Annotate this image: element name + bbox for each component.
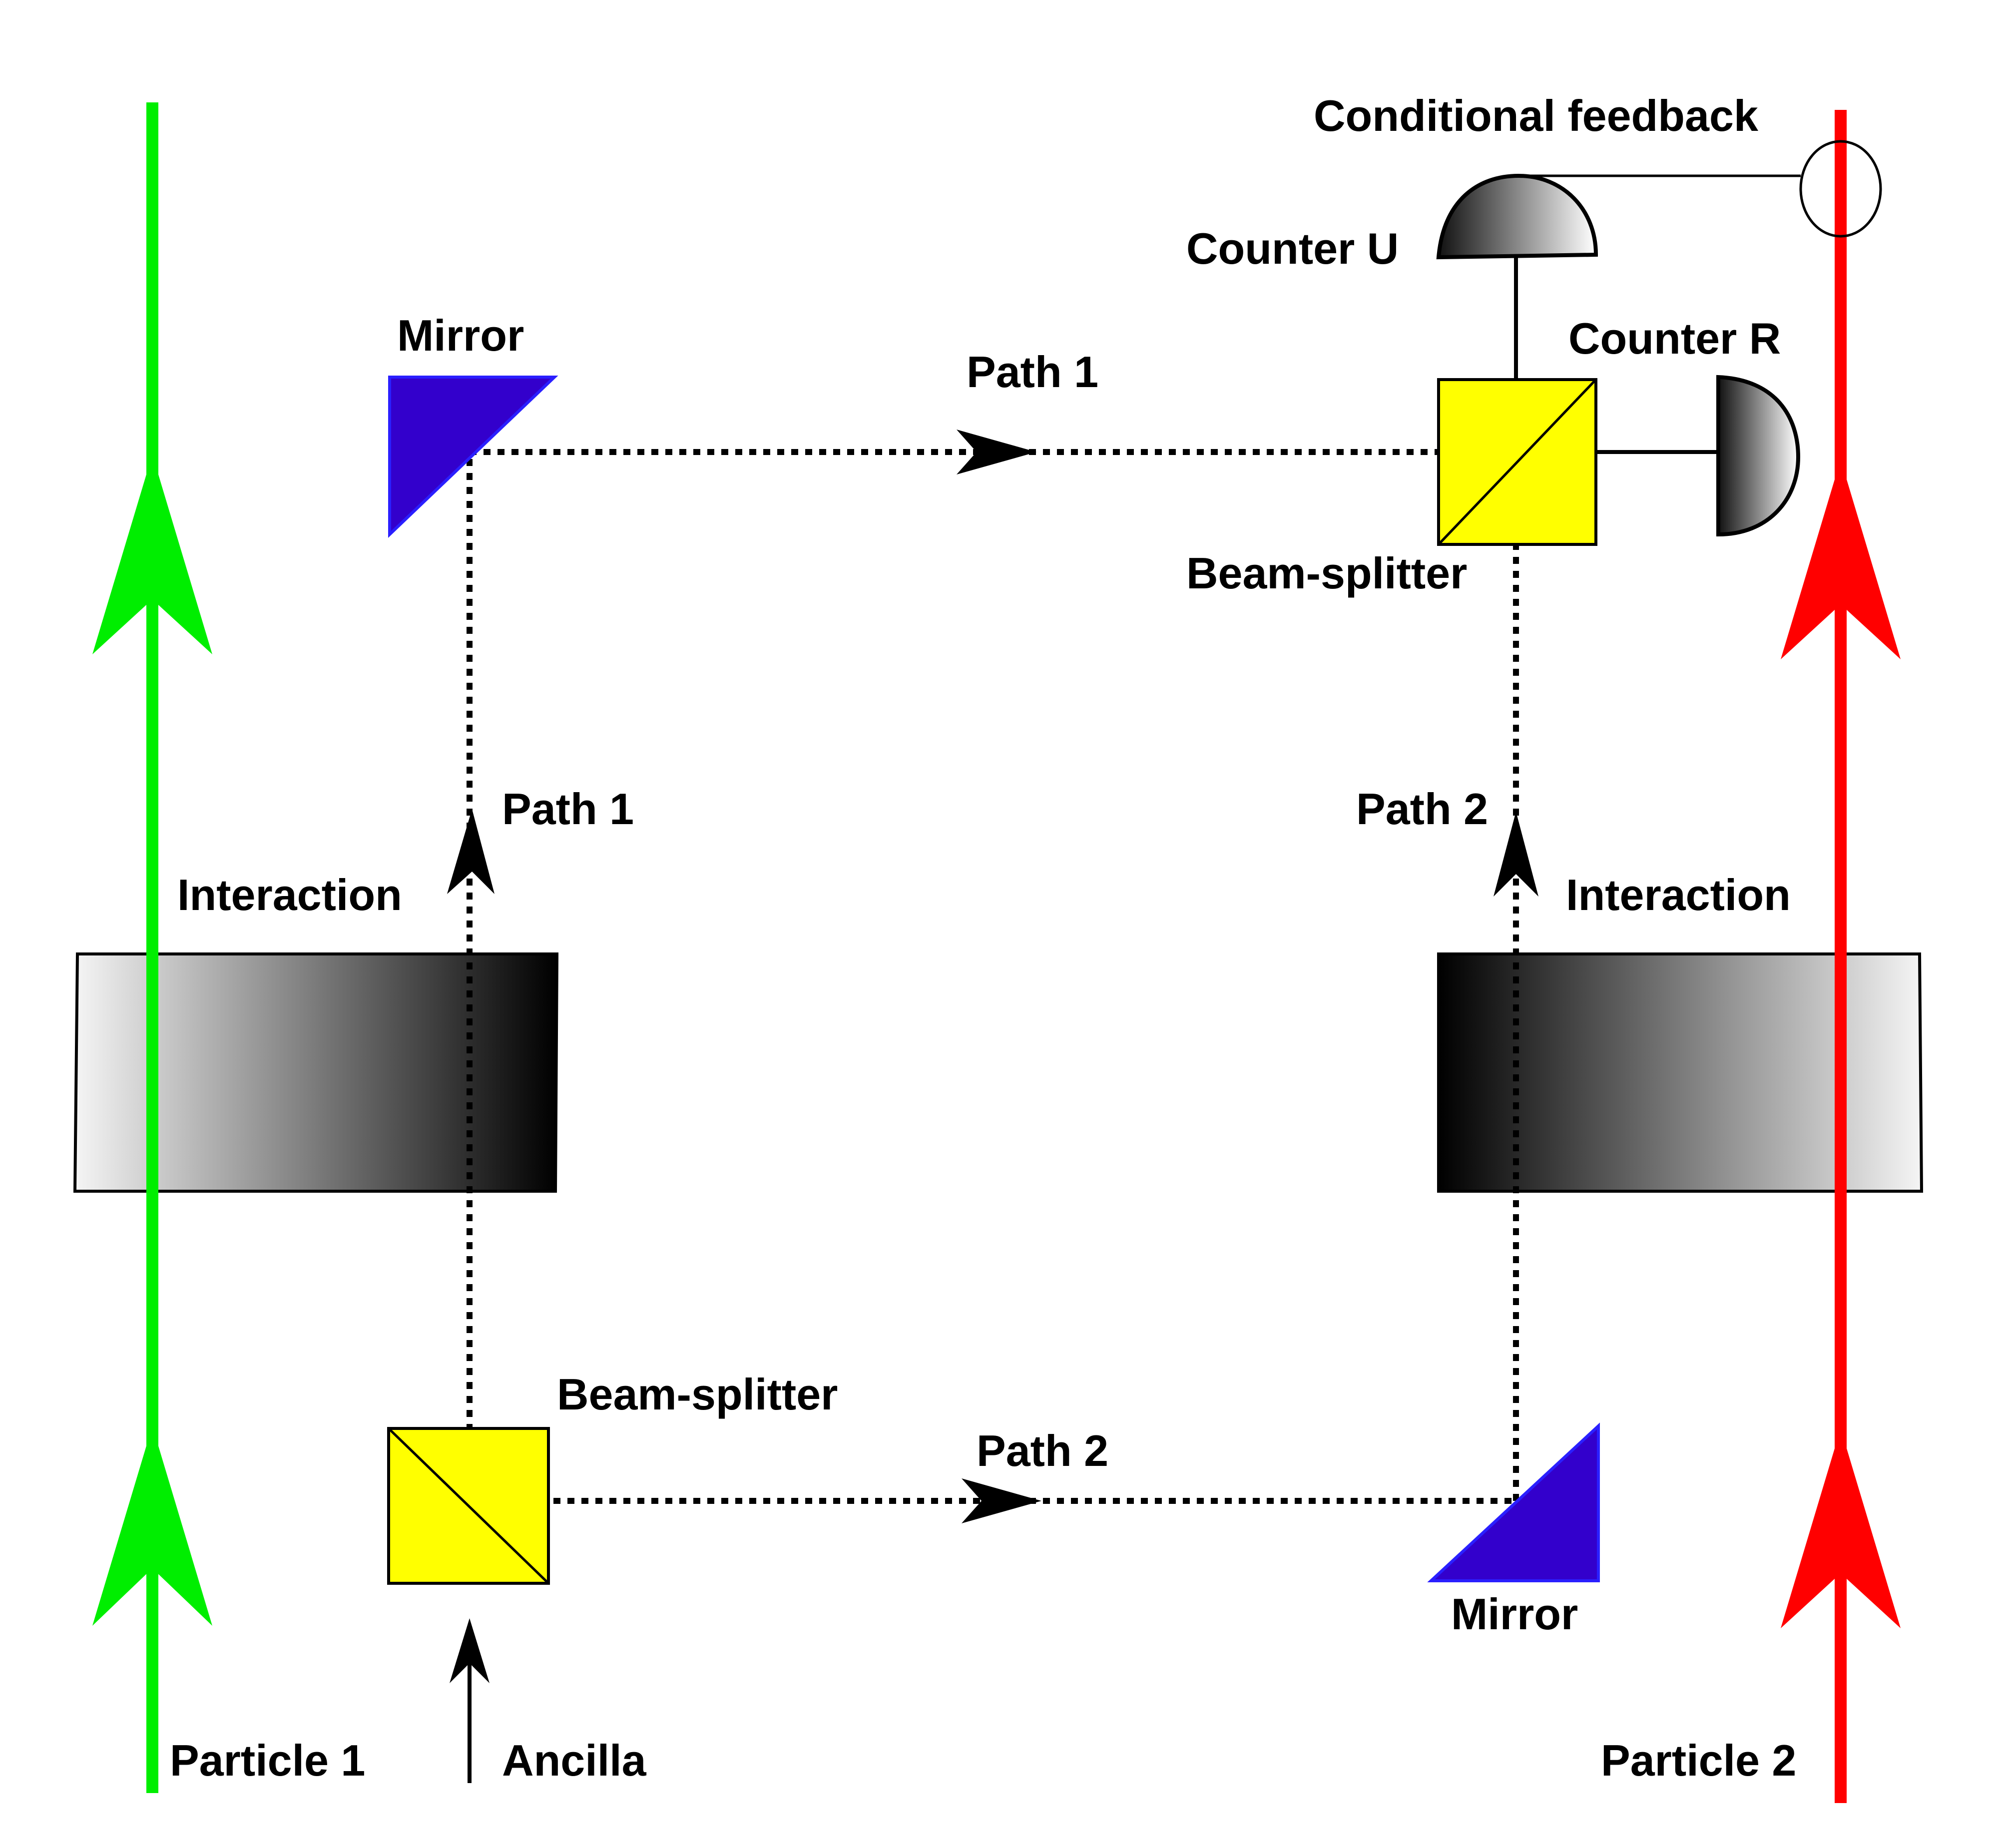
interaction-block-right xyxy=(1437,952,1924,1193)
mirror-bottom-label: Mirror xyxy=(1451,1589,1578,1639)
beam-splitter-top-right xyxy=(1437,378,1597,546)
particle-2-label: Particle 2 xyxy=(1601,1736,1796,1785)
interaction-left-label: Interaction xyxy=(177,870,402,920)
mirror-top-label: Mirror xyxy=(397,311,524,360)
path-2-bottom-arrow xyxy=(962,1478,1041,1523)
beam-splitter-bottom-label: Beam-splitter xyxy=(557,1370,838,1419)
particle-2-arrow-lower xyxy=(1781,1428,1901,1628)
particle-1-label: Particle 1 xyxy=(170,1736,365,1785)
feedback-ellipse xyxy=(1799,140,1882,238)
path-2-right-arrow xyxy=(1494,812,1538,897)
particle-2-arrow-upper xyxy=(1781,460,1901,659)
path-2-bottom-label: Path 2 xyxy=(977,1426,1108,1475)
particle-2-beam xyxy=(1781,110,1901,1803)
interaction-right-label: Interaction xyxy=(1566,870,1791,920)
counter-u xyxy=(1436,173,1598,260)
particle-1-beam xyxy=(92,102,212,1793)
counter-r xyxy=(1716,375,1801,537)
mirror-bottom-right xyxy=(1427,1422,1600,1582)
path-1-left-label: Path 1 xyxy=(502,784,634,834)
beam-splitter-bottom-left xyxy=(387,1427,550,1585)
path-1-top-label: Path 1 xyxy=(967,347,1098,397)
conditional-feedback-label: Conditional feedback xyxy=(1314,91,1759,140)
path-2-right-label: Path 2 xyxy=(1356,784,1488,834)
beam-splitter-top-label: Beam-splitter xyxy=(1186,548,1467,598)
counter-u-label: Counter U xyxy=(1186,224,1399,273)
ancilla-label: Ancilla xyxy=(502,1736,647,1785)
counter-r-label: Counter R xyxy=(1568,314,1781,363)
path-1-left-arrow xyxy=(447,809,495,894)
particle-1-arrow-upper xyxy=(92,455,212,654)
mirror-top-left xyxy=(388,376,558,538)
interaction-block-left xyxy=(73,952,559,1193)
particle-1-arrow-lower xyxy=(92,1426,212,1626)
path-1-top-arrow xyxy=(957,430,1036,474)
optical-paths xyxy=(467,449,1519,1504)
ancilla-arrow xyxy=(450,1618,490,1683)
ancilla-input xyxy=(450,1618,490,1783)
